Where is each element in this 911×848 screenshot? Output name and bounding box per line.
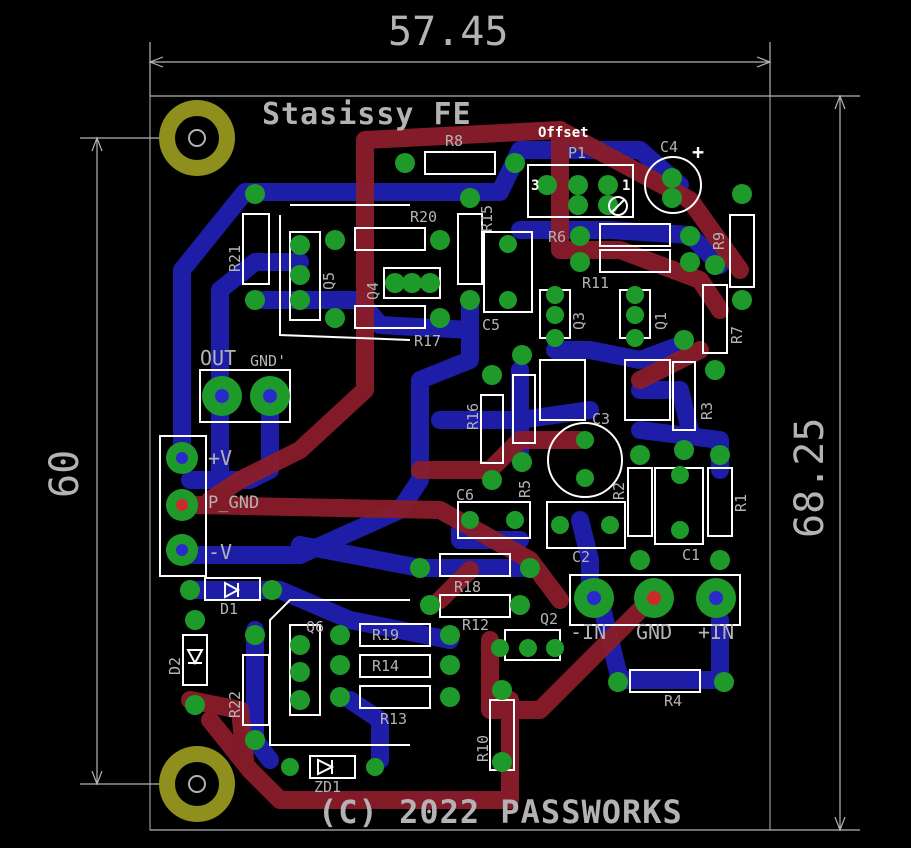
label-neg-in: -IN: [570, 620, 607, 644]
label-R10: R10: [474, 734, 492, 762]
label-offset: Offset: [538, 125, 589, 141]
label-C4: C4: [660, 138, 679, 156]
board-title: Stasissy FE: [262, 97, 472, 132]
dimension-height-inner: 60: [42, 449, 88, 498]
label-R12: R12: [462, 616, 490, 634]
label-gnd-out: GND': [250, 352, 287, 370]
label-pos-in: +IN: [698, 620, 735, 644]
label-gnd-in: GND: [636, 620, 673, 644]
label-Q5: Q5: [320, 271, 338, 290]
label-C6: C6: [456, 486, 475, 504]
label-out: OUT: [200, 346, 237, 370]
label-C4-plus: +: [692, 140, 705, 164]
label-C5: C5: [482, 316, 501, 334]
label-P1: P1: [568, 144, 587, 162]
dimension-width: 57.45: [388, 9, 509, 55]
label-R15: R15: [478, 204, 496, 232]
pad-holes-red: [176, 499, 661, 605]
label-C3: C3: [592, 410, 611, 428]
dimension-height-outer: 68.25: [787, 417, 833, 538]
label-Q3: Q3: [570, 311, 588, 330]
label-R20: R20: [410, 208, 438, 226]
label-R3: R3: [698, 401, 716, 420]
label-R13: R13: [380, 710, 408, 728]
pads: [166, 153, 752, 776]
board-copyright: (C) 2022 PASSWORKS: [318, 793, 683, 831]
label-R19: R19: [372, 626, 400, 644]
label-R18: R18: [454, 578, 482, 596]
label-R21: R21: [226, 244, 244, 272]
mounting-holes: [159, 100, 235, 822]
label-R6: R6: [548, 228, 567, 246]
label-R17: R17: [414, 332, 442, 350]
label-R5: R5: [516, 479, 534, 498]
board-outline: [149, 95, 771, 831]
label-R4: R4: [664, 692, 683, 710]
trimmer-icon: [608, 196, 628, 216]
label-D1: D1: [220, 600, 239, 618]
label-R7: R7: [728, 325, 746, 344]
label-Q6: Q6: [306, 618, 325, 636]
label-C1: C1: [682, 546, 701, 564]
label-Q2: Q2: [540, 610, 559, 628]
label-C2: C2: [572, 548, 591, 566]
label-R16: R16: [464, 402, 482, 430]
label-R22: R22: [226, 690, 244, 718]
label-P1-pin1: 1: [622, 178, 631, 194]
label-R9: R9: [710, 231, 728, 250]
label-neg-v: -V: [208, 540, 233, 564]
label-Q1: Q1: [652, 311, 670, 330]
label-R11: R11: [582, 274, 610, 292]
label-R14: R14: [372, 657, 400, 675]
label-R1: R1: [732, 493, 750, 512]
label-D2: D2: [166, 656, 184, 675]
label-p-gnd: P_GND: [208, 493, 260, 513]
label-Q4: Q4: [364, 281, 382, 300]
label-R8: R8: [445, 132, 464, 150]
diode-icons: [186, 581, 335, 776]
pad-holes: [176, 389, 723, 605]
label-pos-v: +V: [208, 446, 233, 470]
label-R2: R2: [610, 481, 628, 500]
label-P1-pin3: 3: [531, 178, 540, 194]
label-ZD1: ZD1: [314, 778, 342, 796]
